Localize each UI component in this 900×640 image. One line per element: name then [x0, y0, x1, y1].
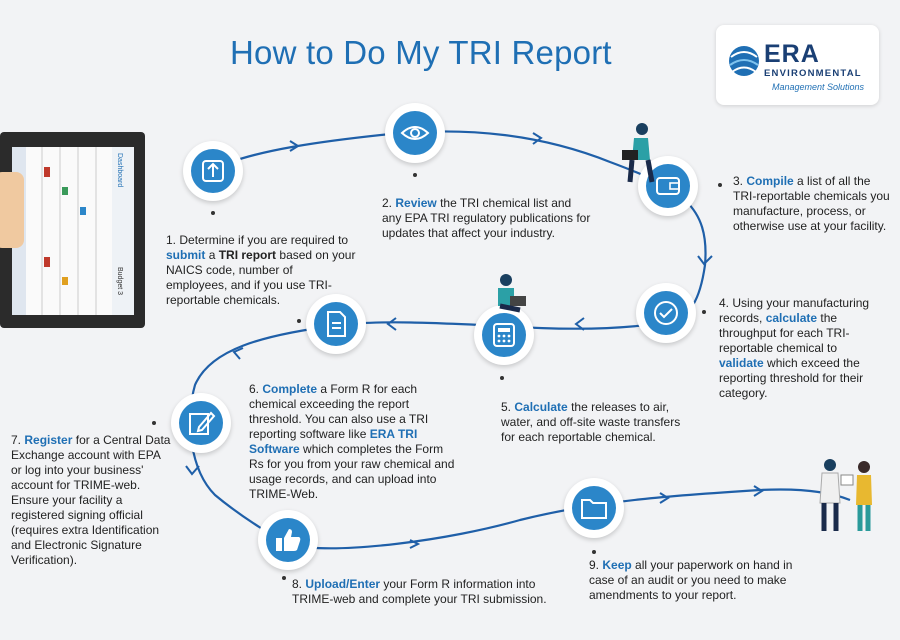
step3-keyword: Compile	[746, 174, 794, 188]
step7-keyword: Register	[24, 433, 73, 447]
document-icon	[327, 311, 346, 337]
step3-text: 3. Compile a list of all the TRI-reporta…	[733, 174, 893, 234]
step9-num: 9.	[589, 558, 600, 572]
thumbs-up-icon	[276, 529, 301, 551]
step7-post: for a Central Data Exchange account with…	[11, 433, 171, 567]
step4-circle	[636, 283, 696, 343]
step6-text: 6. Complete a Form R for each chemical e…	[249, 382, 459, 502]
step1-post: based on your NAICS code, number of empl…	[166, 248, 356, 307]
step8-keyword: Upload/Enter	[305, 577, 381, 591]
edit-icon	[189, 411, 216, 435]
person-laptop-illustration	[622, 123, 655, 183]
dot	[211, 211, 215, 215]
step1-bold: TRI report	[218, 248, 277, 262]
step6-keyword: Complete	[262, 382, 318, 396]
step9-circle	[564, 478, 624, 538]
wallet-icon	[656, 177, 680, 195]
dot	[413, 173, 417, 177]
step7-text: 7. Register for a Central Data Exchange …	[11, 433, 171, 568]
step4-pre: Using your manufacturing records,	[719, 296, 870, 325]
step8-post: your Form R information into TRIME-web a…	[292, 577, 547, 606]
person-sitting-illustration	[498, 274, 526, 313]
logo-line3: Management Solutions	[772, 82, 865, 92]
step5-post: the releases to air, water, and off-site…	[501, 400, 681, 444]
upload-icon	[202, 160, 224, 182]
step9-keyword: Keep	[602, 558, 632, 572]
tablet-label-dashboard: Dashboard	[116, 153, 123, 188]
dot	[297, 319, 301, 323]
era-logo: ERA ENVIRONMENTAL Management Solutions	[716, 25, 879, 105]
check-icon	[654, 301, 678, 325]
step5-text: 5. Calculate the releases to air, water,…	[501, 400, 691, 445]
step5-num: 5.	[501, 400, 512, 414]
step1-a: a	[208, 248, 216, 262]
dot	[152, 421, 156, 425]
dot	[592, 550, 596, 554]
step2-circle	[385, 103, 445, 163]
dot	[282, 576, 286, 580]
step7-circle	[171, 393, 231, 453]
step7-num: 7.	[11, 433, 22, 447]
step4-keyword2: validate	[719, 356, 764, 370]
step5-keyword: Calculate	[514, 400, 568, 414]
step9-post: all your paperwork on hand in case of an…	[589, 558, 793, 602]
step4-num: 4.	[719, 296, 730, 310]
folder-icon	[581, 499, 607, 519]
step2-keyword: Review	[395, 196, 437, 210]
step1-keyword: submit	[166, 248, 206, 262]
globe-icon	[729, 46, 759, 76]
step4-keyword: calculate	[765, 311, 818, 325]
step2-post: the TRI chemical list and any EPA TRI re…	[382, 196, 591, 240]
step4-mid: the throughput for each TRI-reportable c…	[719, 311, 850, 355]
step6-keyword2: ERA TRI Software	[249, 427, 418, 456]
step6-num: 6.	[249, 382, 260, 396]
step1-circle	[183, 141, 243, 201]
tablet-screen: Dashboard Budget 3	[12, 147, 134, 315]
step1-pre: Determine if you are required to	[179, 233, 349, 247]
step1-num: 1.	[166, 233, 177, 247]
step5-circle	[474, 305, 534, 365]
step8-circle	[258, 510, 318, 570]
step6-post: which completes the Form Rs for you from…	[249, 442, 455, 501]
dot	[500, 376, 504, 380]
calculator-icon	[493, 323, 515, 347]
step2-text: 2. Review the TRI chemical list and any …	[382, 196, 592, 241]
step4-post: which exceed the reporting threshold for…	[719, 356, 864, 400]
dot	[702, 310, 706, 314]
step9-text: 9. Keep all your paperwork on hand in ca…	[589, 558, 809, 603]
step6-circle	[306, 294, 366, 354]
people-meeting-illustration	[819, 459, 872, 531]
eye-icon	[400, 126, 430, 140]
dot	[718, 183, 722, 187]
step6-mid: a Form R for each chemical exceeding the…	[249, 382, 429, 441]
step3-num: 3.	[733, 174, 744, 188]
tablet-label-budget: Budget 3	[116, 267, 123, 296]
step2-num: 2.	[382, 196, 393, 210]
tablet-illustration: Dashboard Budget 3	[0, 132, 145, 328]
step4-text: 4. Using your manufacturing records, cal…	[719, 296, 884, 401]
logo-line2: ENVIRONMENTAL	[764, 68, 862, 79]
step8-num: 8.	[292, 577, 303, 591]
logo-name: ERA	[764, 40, 820, 68]
page-title: How to Do My TRI Report	[230, 34, 612, 71]
step8-text: 8. Upload/Enter your Form R information …	[292, 577, 547, 607]
step3-post: a list of all the TRI-reportable chemica…	[733, 174, 890, 233]
step1-text: 1. Determine if you are required to subm…	[166, 233, 356, 308]
hand-graphic	[0, 172, 24, 248]
